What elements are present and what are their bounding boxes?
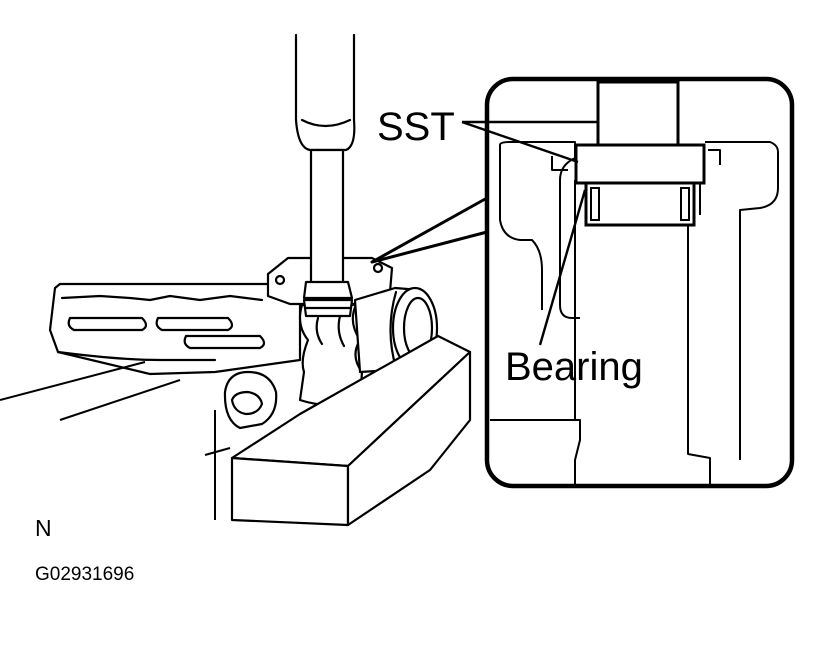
gear-neck-wave	[315, 314, 346, 348]
flange-bolt-hole-right	[372, 262, 384, 274]
inset-sst	[574, 80, 706, 185]
press-ram-shaft	[309, 148, 345, 292]
housing-slot-3	[183, 334, 266, 350]
bench-lines	[0, 361, 231, 520]
inset-sst-press-plate	[574, 143, 706, 185]
support-block	[230, 334, 472, 527]
lower-boss-pin	[230, 390, 264, 416]
housing-tube-lower-edge	[56, 350, 217, 362]
inset-housing-left-wall	[499, 145, 543, 310]
inset-bearing-body	[584, 181, 696, 227]
inset-right-step	[708, 149, 721, 165]
press-ram-collar	[300, 118, 352, 128]
press-ram-head	[294, 33, 356, 152]
housing-slot-1	[67, 316, 148, 332]
inset-bearing-race-left	[590, 187, 600, 221]
flange-bolt-hole-left	[274, 274, 286, 286]
bearing-label: Bearing	[505, 345, 643, 389]
inset-housing-bottom-mid	[687, 215, 711, 484]
inset-bearing-race-right	[680, 187, 690, 221]
sst-sleeve	[302, 280, 354, 300]
sst-leader-to-plate	[461, 120, 579, 164]
inset-housing-right	[705, 141, 779, 460]
detail-inset-drawing	[490, 141, 779, 484]
callout-leader-wedge	[370, 196, 489, 264]
support-block-front	[230, 456, 350, 527]
inset-housing-section	[499, 141, 580, 319]
housing-tube-rib-upper	[60, 294, 264, 302]
inset-small-step	[551, 156, 568, 171]
figure-id-label: G02931696	[35, 564, 134, 585]
inset-bearing	[584, 181, 696, 227]
bearing-leader	[538, 189, 587, 346]
housing-slot-2	[155, 316, 234, 332]
sst-label: SST	[377, 105, 455, 149]
detail-inset-frame	[484, 76, 795, 489]
support-block-side	[346, 350, 472, 527]
inset-housing-bottom-left	[490, 419, 581, 484]
view-code-label: N	[35, 515, 52, 541]
leader-lines	[461, 120, 598, 346]
detail-inset	[484, 76, 795, 489]
inset-sst-shaft	[596, 80, 680, 147]
steering-gear-housing	[48, 33, 439, 430]
